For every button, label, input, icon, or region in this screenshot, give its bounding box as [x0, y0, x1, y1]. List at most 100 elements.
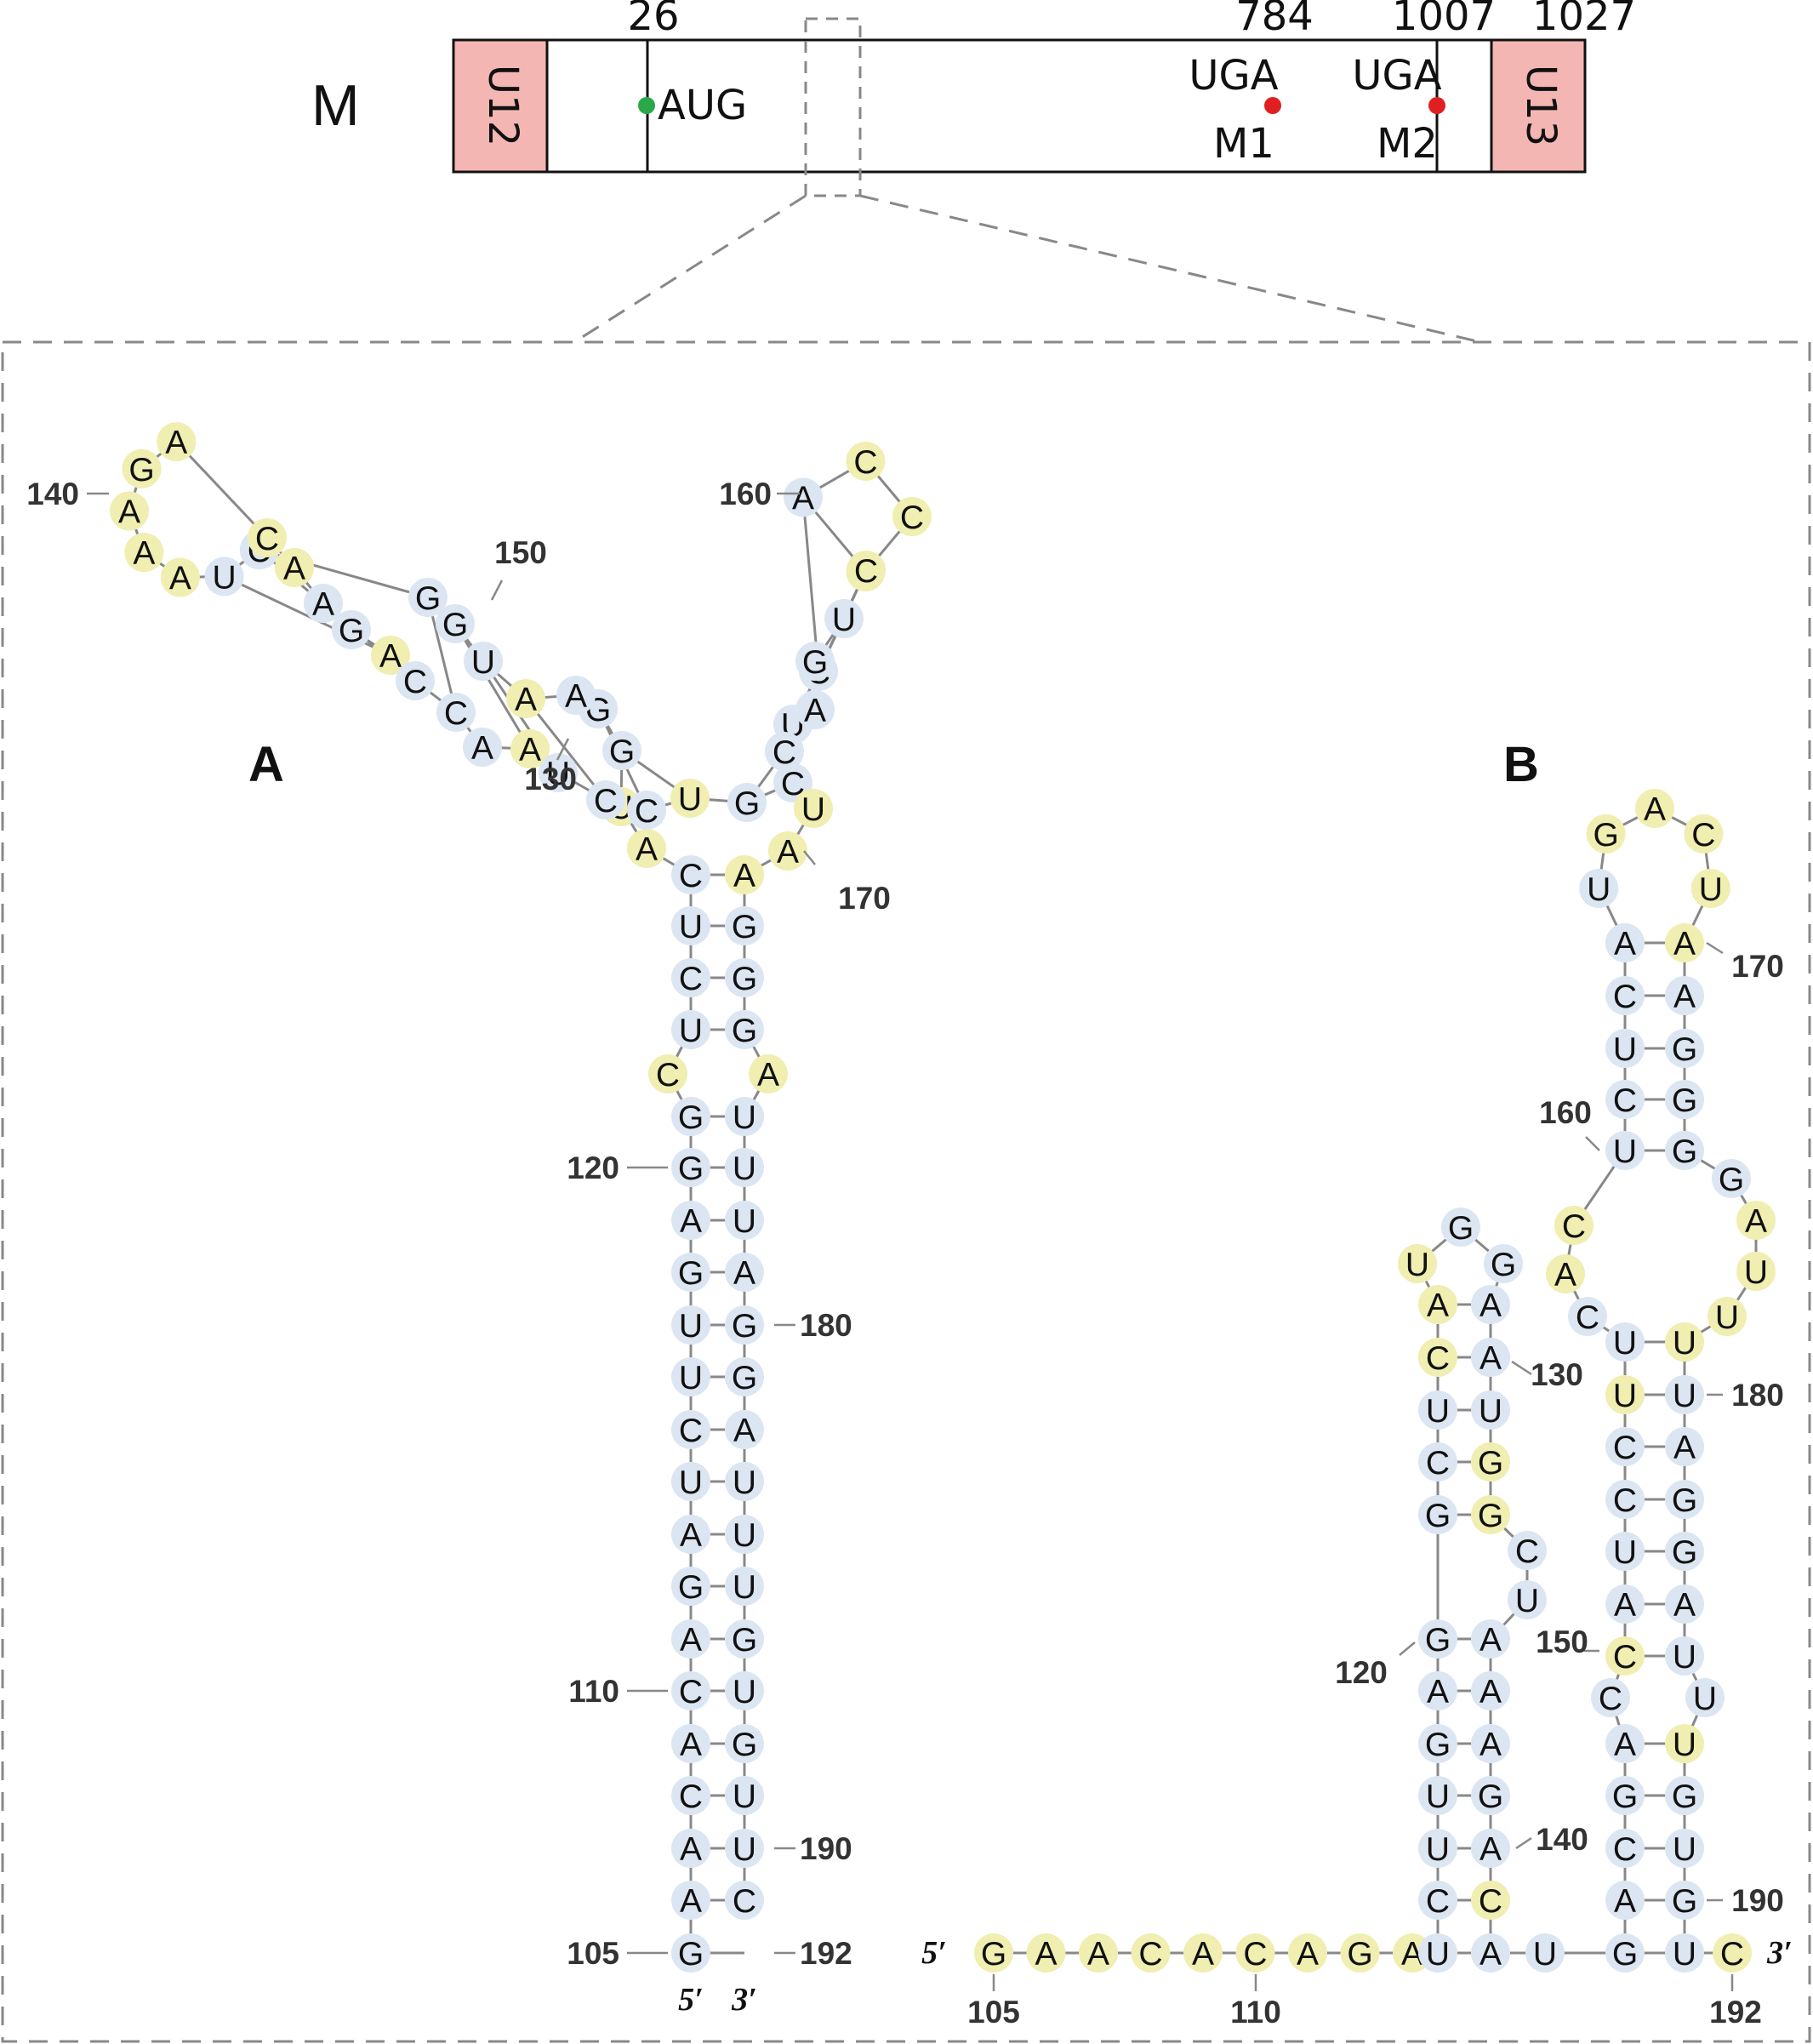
structure-b-nucleotide-123-dot	[1418, 1390, 1457, 1430]
structure-b-nucleotide-121: G	[1425, 1498, 1451, 1534]
b-pos-160-label: 160	[1539, 1095, 1592, 1130]
structure-a-nucleotide-154-dot	[627, 791, 666, 830]
structure-b-nucleotide-105-dot	[974, 1933, 1013, 1973]
structure-a-nucleotide-115-dot	[671, 1410, 710, 1449]
structure-b-nucleotide-163-dot	[1605, 976, 1645, 1015]
structure-b-backbone	[994, 807, 1758, 1955]
structure-a-nucleotide-105: G	[678, 1936, 704, 1973]
structure-a-nucleotide-173: G	[732, 961, 757, 997]
structure-b-nucleotide-122: C	[1426, 1445, 1450, 1482]
structure-a-nucleotide-176: U	[733, 1099, 756, 1136]
structure-b-nucleotide-107: A	[1087, 1936, 1109, 1973]
structure-b-nucleotide-163: C	[1613, 979, 1637, 1015]
structure-a-nucleotide-116-dot	[671, 1357, 710, 1396]
structure-b-nucleotide-110-dot	[1235, 1933, 1275, 1973]
structure-b-nucleotide-115: C	[1426, 1883, 1450, 1920]
structure-a-nucleotide-132-dot	[506, 679, 545, 718]
detail-panel-frame	[1, 340, 1811, 2043]
structure-b-nucleotide-126-dot	[1398, 1244, 1437, 1283]
structure-b-nucleotide-123: U	[1426, 1393, 1450, 1430]
structure-b-nucleotide-188-dot	[1665, 1776, 1704, 1815]
structure-a-nucleotide-171-dot	[725, 855, 764, 894]
structure-a-base-pair-link	[223, 574, 391, 657]
gene-name: M	[311, 73, 360, 138]
structure-b-nucleotide-191-dot	[1665, 1933, 1704, 1973]
structure-b-nucleotide-192-dot	[1713, 1933, 1752, 1973]
structure-a-nucleotide-183-dot	[725, 1462, 764, 1501]
structure-a-nucleotide-189: U	[733, 1779, 756, 1815]
structure-b-nucleotide-176: A	[1745, 1203, 1767, 1240]
structure-b-nucleotide-185: U	[1673, 1639, 1696, 1676]
structure-b-nucleotide-181: A	[1673, 1430, 1696, 1466]
structure-a-backbone	[128, 440, 914, 1953]
structure-a-nucleotide-114-dot	[671, 1462, 710, 1501]
structure-b-nucleotide-181-dot	[1665, 1427, 1704, 1466]
structure-a-nucleotide-144-dot	[275, 548, 314, 587]
structure-a-nucleotide-126: C	[679, 858, 703, 894]
structure-b-nucleotide-143: U	[1533, 1936, 1557, 1973]
start-codon-dot	[638, 97, 655, 114]
structure-a-nucleotide-108: C	[679, 1779, 703, 1815]
structure-b-nucleotide-139-dot	[1471, 1776, 1510, 1815]
structure-a-nucleotide-110: C	[679, 1674, 703, 1710]
structure-b-nucleotide-164-dot	[1605, 923, 1645, 962]
structure-b-nucleotide-190-dot	[1665, 1881, 1704, 1920]
structure-a-nucleotide-174: G	[732, 1013, 757, 1049]
structure-a-nucleotide-161-dot	[846, 442, 886, 482]
structure-a-nucleotide-175: A	[757, 1057, 779, 1093]
structure-b-nucleotide-156-dot	[1605, 1322, 1645, 1362]
structure-b-nucleotide-136: A	[1479, 1622, 1502, 1659]
structure-b-nucleotide-120-dot	[1418, 1619, 1457, 1659]
structure-b-nucleotide-122-dot	[1418, 1442, 1457, 1482]
position-784: 784	[1235, 0, 1314, 40]
structure-a-nucleotide-112-dot	[671, 1567, 710, 1606]
structure-a-nucleotide-169: U	[801, 791, 825, 828]
structure-a-nucleotide-140-dot	[110, 491, 150, 531]
structure-a-nucleotides: GAACACAGAUCUUGAGGCUCUCAUGGAAUGGCUAAAGACA…	[110, 422, 932, 1973]
structure-a-five-prime: 5′	[678, 1982, 704, 2018]
structure-a-nucleotide-109-dot	[671, 1724, 710, 1763]
structure-a-nucleotide-112: G	[678, 1569, 704, 1606]
structure-a-nucleotide-134-dot	[436, 604, 475, 643]
structure-b-three-prime: 3′	[1766, 1935, 1793, 1971]
structure-b-nucleotide-114: U	[1426, 1936, 1450, 1973]
structure-b-nucleotide-132-dot	[1471, 1442, 1510, 1482]
structure-b-nucleotide-133-dot	[1471, 1495, 1510, 1534]
structure-b-nucleotide-182-dot	[1665, 1480, 1704, 1519]
structure-a-nucleotide-115: C	[679, 1413, 703, 1449]
structure-b-nucleotide-187: U	[1673, 1727, 1696, 1763]
structure-b-nucleotide-127: G	[1448, 1210, 1474, 1247]
structure-a-nucleotide-161: C	[853, 444, 877, 481]
structure-a-nucleotide-129: G	[609, 734, 635, 770]
structure-b-nucleotide-152: U	[1613, 1534, 1637, 1571]
structure-b-nucleotide-148: A	[1614, 1727, 1636, 1763]
structure-a-nucleotide-190-dot	[725, 1829, 764, 1868]
structure-b-nucleotide-170: A	[1673, 926, 1696, 962]
structure-a-nucleotide-118: G	[678, 1255, 704, 1292]
structure-b-nucleotide-108-dot	[1131, 1933, 1171, 1973]
structure-a-nucleotide-123: U	[679, 1013, 703, 1049]
structure-b-nucleotide-140: A	[1479, 1831, 1502, 1868]
right-utr-box	[1490, 38, 1587, 174]
structure-b-nucleotide-187-dot	[1665, 1724, 1704, 1763]
structure-a-nucleotide-110-dot	[671, 1671, 710, 1710]
structure-b-nucleotide-146: C	[1613, 1831, 1637, 1868]
structure-a-nucleotide-125: U	[679, 909, 703, 945]
structure-b-nucleotide-138-dot	[1471, 1724, 1510, 1763]
structure-a-nucleotide-166-dot	[795, 642, 835, 681]
a-pos-105-label: 105	[567, 1936, 619, 1971]
a-pos-180-label: 180	[800, 1308, 852, 1343]
right-utr-label: U13	[1517, 65, 1565, 146]
structure-b-nucleotide-144-dot	[1605, 1933, 1645, 1973]
structure-b-nucleotide-154: C	[1613, 1430, 1637, 1466]
structure-b-nucleotide-186-dot	[1685, 1678, 1725, 1717]
structure-a-nucleotide-162: C	[900, 500, 924, 536]
structure-b-nucleotide-189-dot	[1665, 1829, 1704, 1868]
structure-b-nucleotide-159-dot	[1554, 1206, 1594, 1245]
structure-a-nucleotide-114: U	[679, 1464, 703, 1501]
structure-a-nucleotide-191-dot	[725, 1881, 764, 1920]
structure-a-nucleotide-164: C	[854, 553, 878, 590]
structure-b-nucleotide-142: A	[1479, 1936, 1502, 1973]
structure-b-nucleotide-119: A	[1427, 1674, 1449, 1710]
